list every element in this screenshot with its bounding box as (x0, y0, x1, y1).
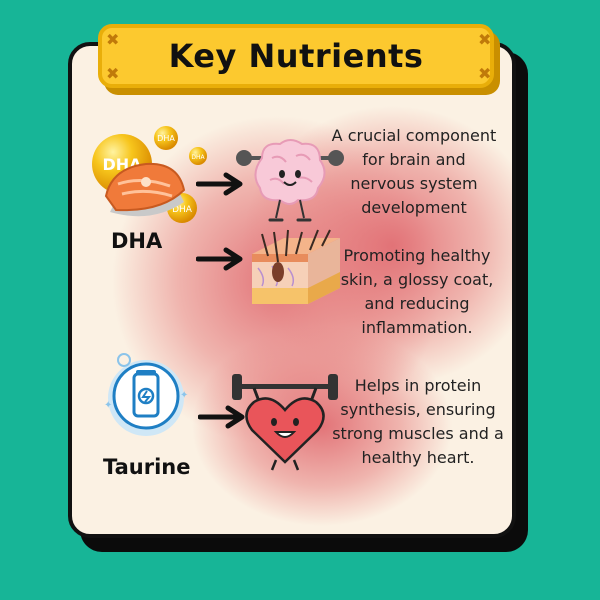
x-mark-icon: ✖ (478, 64, 492, 83)
benefit-line: and reducing (364, 294, 470, 313)
arrow-right-icon (196, 172, 243, 196)
taurine-can-icon: ✦ ✦ (104, 353, 188, 436)
benefit-line: Helps in protein (354, 376, 482, 395)
benefit-line: development (361, 198, 467, 217)
dha-capsule-text: DHA (157, 134, 175, 143)
dha-capsule-text: DHA (191, 154, 205, 161)
x-mark-icon: ✖ (106, 64, 120, 83)
brain-benefit-text: A crucial component for brain and nervou… (318, 124, 510, 220)
dha-label: DHA (111, 229, 163, 253)
heart-benefit-text: Helps in protein synthesis, ensuring str… (326, 374, 510, 470)
taurine-label: Taurine (103, 455, 191, 479)
benefit-line: A crucial component (331, 126, 497, 145)
x-mark-icon: ✖ (106, 30, 120, 49)
benefit-line: inflammation. (361, 318, 473, 337)
dha-capsule-text: DHA (172, 205, 193, 215)
benefit-line: nervous system (350, 174, 478, 193)
benefit-line: for brain and (362, 150, 466, 169)
benefit-line: healthy heart. (361, 448, 475, 467)
benefit-line: strong muscles and a (332, 424, 504, 443)
svg-text:✦: ✦ (180, 390, 188, 401)
skin-layers-icon (252, 229, 340, 304)
arrow-right-icon (196, 247, 243, 271)
x-mark-icon: ✖ (478, 30, 492, 49)
benefit-line: Promoting healthy (343, 246, 491, 265)
svg-text:✦: ✦ (104, 400, 112, 411)
benefit-line: synthesis, ensuring (340, 400, 496, 419)
page-title: Key Nutrients (168, 37, 424, 75)
heart-lifting-icon (232, 374, 338, 471)
benefit-line: skin, a glossy coat, (340, 270, 494, 289)
arrow-right-icon (198, 405, 245, 429)
salmon-dha-icon: DHA DHA DHA DHA (92, 126, 207, 223)
brain-icon (236, 139, 344, 222)
skin-benefit-text: Promoting healthy skin, a glossy coat, a… (332, 244, 502, 340)
title-banner: Key Nutrients (98, 24, 494, 88)
